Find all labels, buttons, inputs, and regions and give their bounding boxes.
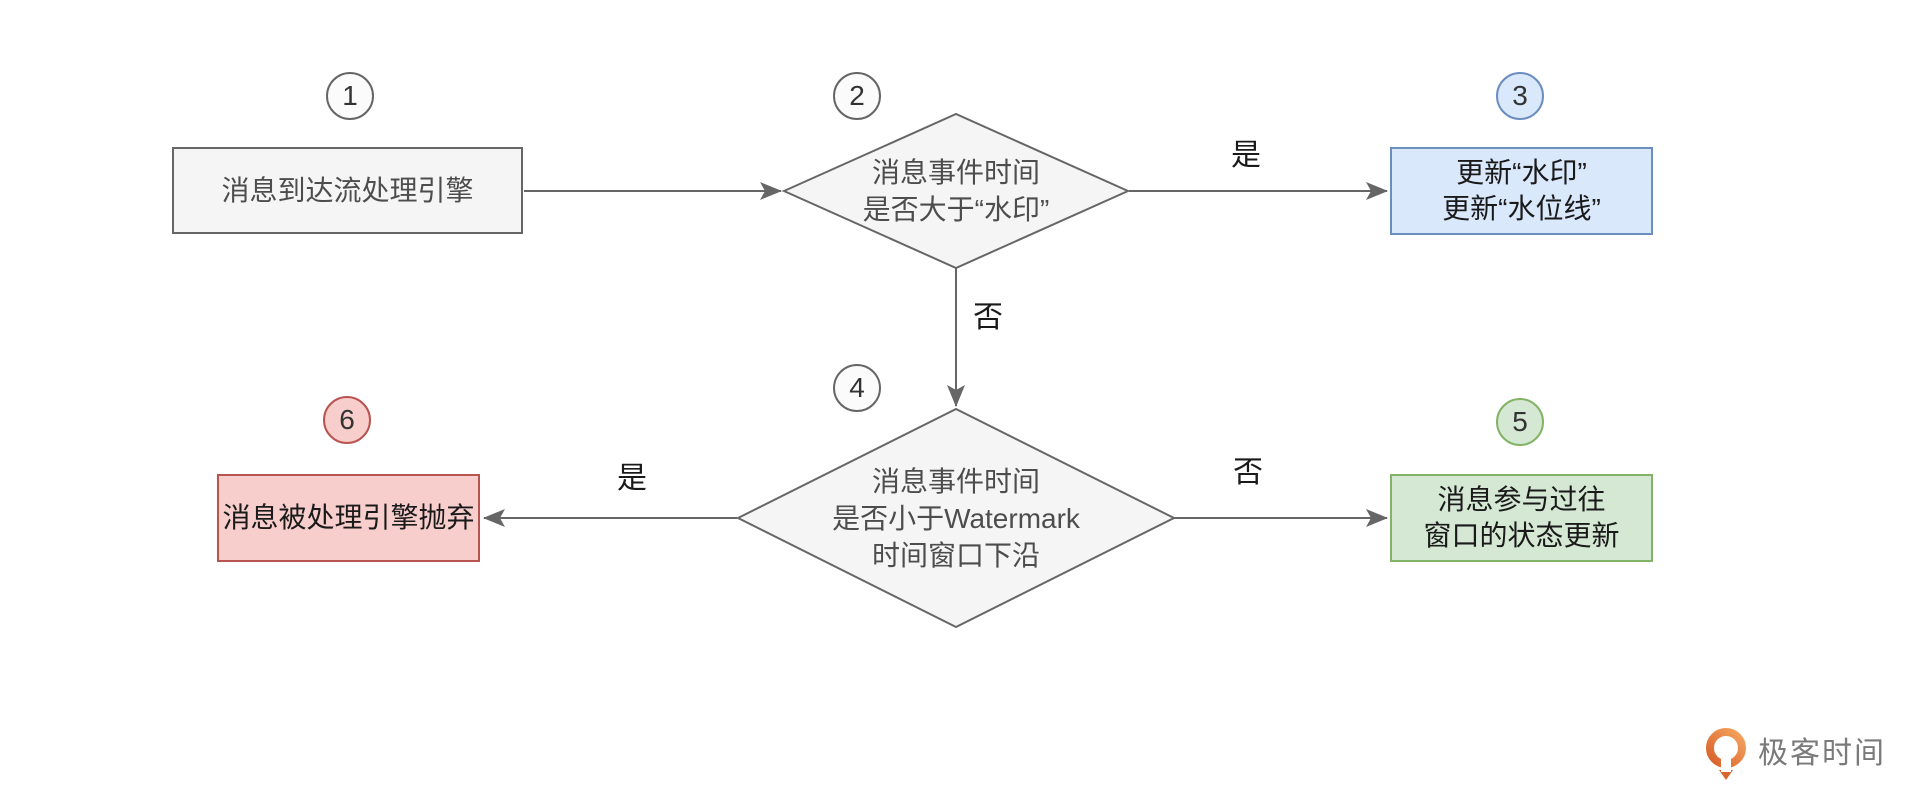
step-badge-1: 1 [326,72,374,120]
geektime-logo-text: 极客时间 [1758,737,1886,770]
step-badge-2: 2 [833,72,881,120]
node-2-decision-text: 消息事件时间 是否大于“水印” [756,153,1156,229]
node-2-line-1: 消息事件时间 [871,157,1040,188]
node-3-line-2: 更新“水位线” [1442,193,1601,224]
step-badge-6: 6 [323,396,371,444]
geektime-logo-icon [1706,728,1746,780]
edge-label-yes-2-3: 是 [1231,139,1261,172]
decision-2-diamond [781,112,1131,270]
node-5-line-2: 窗口的状态更新 [1423,520,1620,551]
step-badge-4: 4 [833,364,881,412]
node-1-text: 消息到达流处理引擎 [221,174,474,206]
step-badge-3: 3 [1496,72,1544,120]
step-badge-5: 5 [1496,398,1544,446]
node-4-line-2: 是否小于Watermark [832,503,1080,534]
node-3-line-1: 更新“水印” [1456,157,1587,188]
edge-label-yes-4-6: 是 [617,462,647,495]
node-4-decision-text: 消息事件时间 是否小于Watermark 时间窗口下沿 [756,462,1156,575]
edge-label-no-4-5: 否 [1233,456,1263,489]
node-3-update-watermark: 更新“水印” 更新“水位线” [1390,147,1653,235]
node-5-update-past-windows: 消息参与过往 窗口的状态更新 [1390,474,1653,562]
node-4-line-1: 消息事件时间 [871,466,1040,497]
node-5-line-1: 消息参与过往 [1437,484,1606,515]
geektime-logo: 极客时间 [1706,728,1886,780]
edge-label-no-2-4: 否 [973,301,1003,334]
node-6-text: 消息被处理引擎抛弃 [222,502,475,533]
node-2-line-2: 是否大于“水印” [862,194,1050,225]
node-6-message-discarded: 消息被处理引擎抛弃 [217,474,480,562]
node-1-message-arrives: 消息到达流处理引擎 [172,147,523,234]
node-4-line-3: 时间窗口下沿 [871,540,1040,571]
